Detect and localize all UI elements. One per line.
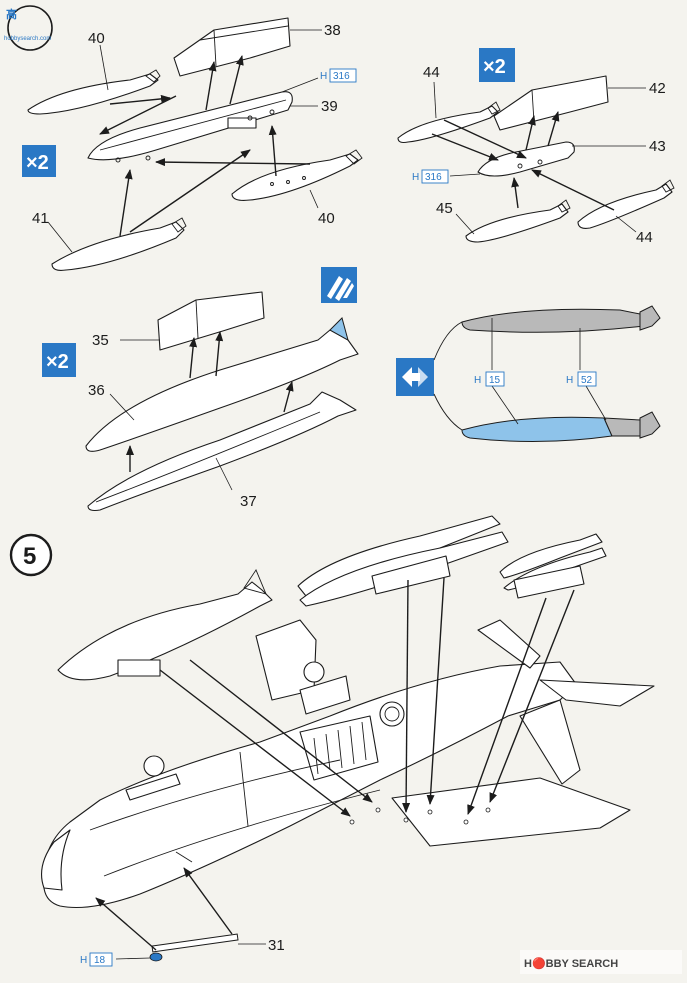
- part-40-missile-top: [27, 73, 159, 115]
- hobbysearch-watermark: H🔴BBY SEARCH: [520, 950, 682, 974]
- svg-text:316: 316: [333, 71, 350, 82]
- label-45: 45: [436, 200, 453, 217]
- color-diagram: [396, 305, 661, 443]
- assembly-top-right: ×2: [397, 48, 675, 243]
- part-44-missile-top: [397, 105, 499, 144]
- svg-text:×2: ×2: [483, 56, 506, 78]
- horizontal-stabilizer: [539, 679, 655, 707]
- svg-text:×2: ×2: [26, 152, 49, 174]
- color-callout-h316-b: H 316: [412, 169, 449, 184]
- svg-text:316: 316: [425, 172, 442, 183]
- svg-text:hobbysearch.com: hobbysearch.com: [4, 36, 51, 42]
- color-callout-h52: H 52: [566, 371, 597, 387]
- svg-text:H🔴BBY SEARCH: H🔴BBY SEARCH: [524, 957, 618, 970]
- svg-text:H: H: [80, 955, 87, 966]
- svg-text:×2: ×2: [46, 351, 69, 373]
- svg-text:52: 52: [581, 375, 593, 386]
- part-38-pylon: [173, 17, 291, 77]
- part-40-missile-right: [231, 153, 359, 201]
- color-callout-h15: H 15: [474, 371, 505, 387]
- part-36-tank: [85, 329, 359, 452]
- part-37-tank: [87, 391, 357, 512]
- svg-text:H: H: [320, 71, 327, 82]
- corner-watermark: 高 hobbysearch.com: [4, 5, 53, 51]
- label-39: 39: [321, 98, 338, 115]
- color-callout-h316-a: H 316: [320, 68, 357, 83]
- label-36: 36: [88, 382, 105, 399]
- part-44-missile-bottom: [577, 183, 673, 229]
- label-44-top: 44: [423, 64, 440, 81]
- drop-tank: [57, 581, 273, 681]
- part-45-missile: [465, 203, 569, 243]
- assembly-mid-left: ×2: [42, 267, 359, 512]
- svg-text:5: 5: [23, 543, 36, 570]
- label-37: 37: [240, 493, 257, 510]
- svg-text:H: H: [474, 375, 481, 386]
- svg-text:H: H: [566, 375, 573, 386]
- svg-text:H: H: [412, 172, 419, 183]
- step-5-badge: 5: [9, 533, 53, 577]
- label-35: 35: [92, 332, 109, 349]
- part-41-missile: [51, 221, 185, 271]
- swap-arrows-icon: [396, 358, 434, 396]
- color-callout-h18: H 18: [80, 952, 113, 967]
- multiplier-badge-a: ×2: [22, 145, 56, 177]
- multiplier-badge-c: ×2: [42, 343, 76, 377]
- label-31: 31: [268, 937, 285, 954]
- part-42-pylon: [493, 75, 609, 131]
- svg-text:18: 18: [94, 955, 106, 966]
- part-35-pylon: [157, 291, 265, 351]
- label-43: 43: [649, 138, 666, 155]
- label-38: 38: [324, 22, 341, 39]
- label-40-top: 40: [88, 30, 105, 47]
- label-44-bottom: 44: [636, 229, 653, 246]
- painting-icon: [321, 267, 357, 303]
- multiplier-badge-b: ×2: [479, 48, 515, 82]
- svg-text:15: 15: [489, 375, 501, 386]
- svg-text:高: 高: [6, 7, 17, 21]
- label-42: 42: [649, 80, 666, 97]
- missile-rack-right: [499, 533, 603, 579]
- label-40-right: 40: [318, 210, 335, 227]
- wing: [391, 777, 631, 847]
- step-5-assembly: [41, 515, 655, 962]
- assembly-top-left: [27, 17, 363, 271]
- label-41: 41: [32, 210, 49, 227]
